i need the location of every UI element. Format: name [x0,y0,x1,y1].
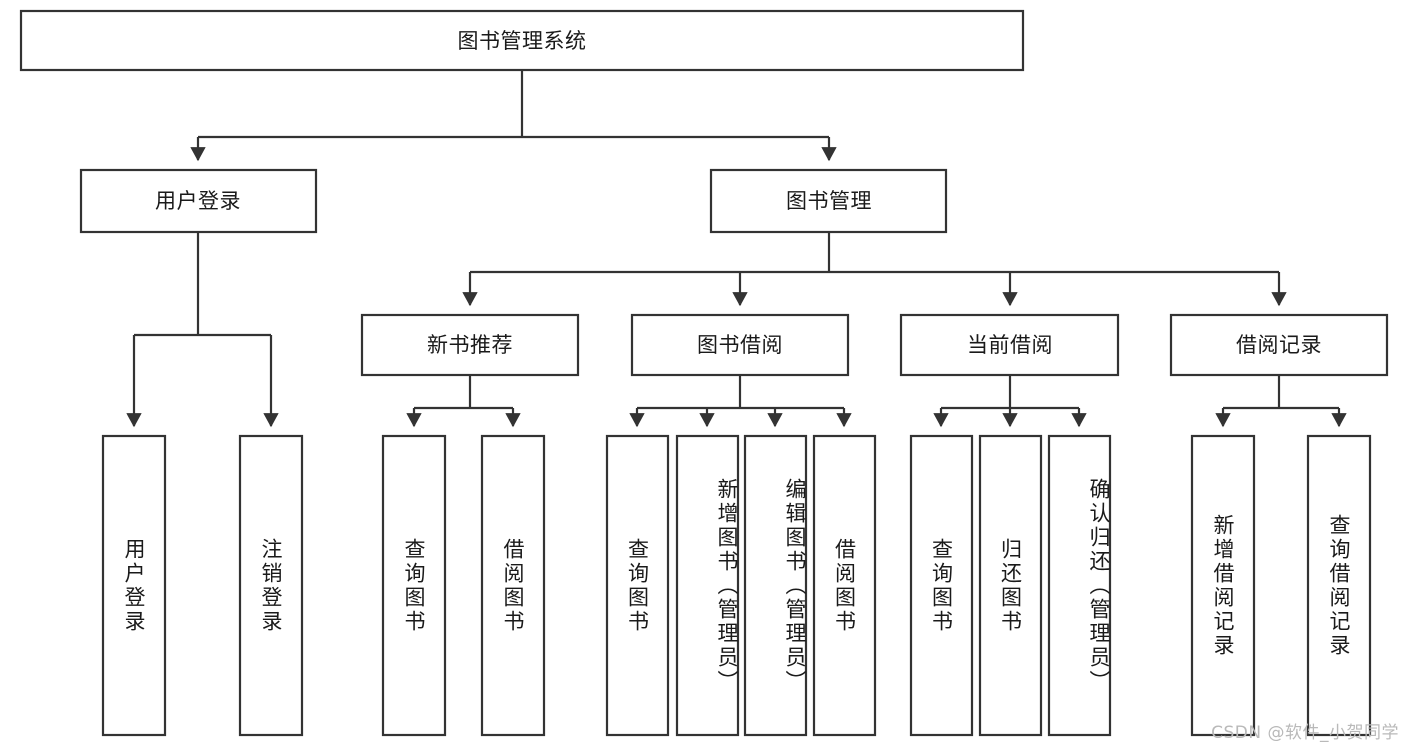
current-borrow-label: 当前借阅 [967,333,1053,357]
leaf-box-user-login-2[interactable] [238,434,304,737]
csdn-watermark: CSDN @软件_小贺同学 [1211,723,1399,743]
new-book-recommend-label: 新书推荐 [427,333,513,357]
leaf-box-user-login-1[interactable] [101,434,167,737]
leaf-box-new-book-1[interactable] [381,434,447,737]
leaf-box-borrow-record-2[interactable] [1306,434,1372,737]
borrow-record-label: 借阅记录 [1236,333,1322,357]
leaf-box-book-borrow-1[interactable] [605,434,670,737]
leaf-box-book-borrow-3[interactable] [743,434,808,737]
user-login-label: 用户登录 [155,189,241,213]
borrow-record-box[interactable] [1169,313,1389,377]
leaf-box-borrow-record-1[interactable] [1190,434,1256,737]
node-user-login[interactable]: 用户登录 [79,168,318,234]
leaf-box-current-borrow-1[interactable] [909,434,974,737]
leaf-box-book-borrow-4[interactable] [812,434,877,737]
user-login-box[interactable] [79,168,318,234]
node-root-book-management-system[interactable]: 图书管理系统 [19,9,1025,72]
book-borrow-label: 图书借阅 [697,333,783,357]
node-new-book-recommend[interactable]: 新书推荐 [360,313,580,377]
book-management-label: 图书管理 [786,189,872,213]
root-node-box[interactable] [19,9,1025,72]
new-book-recommend-box[interactable] [360,313,580,377]
node-current-borrow[interactable]: 当前借阅 [899,313,1120,377]
leaf-box-current-borrow-3[interactable] [1047,434,1112,737]
book-borrow-box[interactable] [630,313,850,377]
current-borrow-box[interactable] [899,313,1120,377]
book-management-box[interactable] [709,168,948,234]
node-book-borrow[interactable]: 图书借阅 [630,313,850,377]
node-book-management[interactable]: 图书管理 [709,168,948,234]
leaf-box-group [101,434,1372,737]
leaf-box-current-borrow-2[interactable] [978,434,1043,737]
node-borrow-record[interactable]: 借阅记录 [1169,313,1389,377]
connector-group [126,70,1347,428]
leaf-box-book-borrow-2[interactable] [675,434,740,737]
root-node-label: 图书管理系统 [458,29,587,53]
leaf-box-new-book-2[interactable] [480,434,546,737]
